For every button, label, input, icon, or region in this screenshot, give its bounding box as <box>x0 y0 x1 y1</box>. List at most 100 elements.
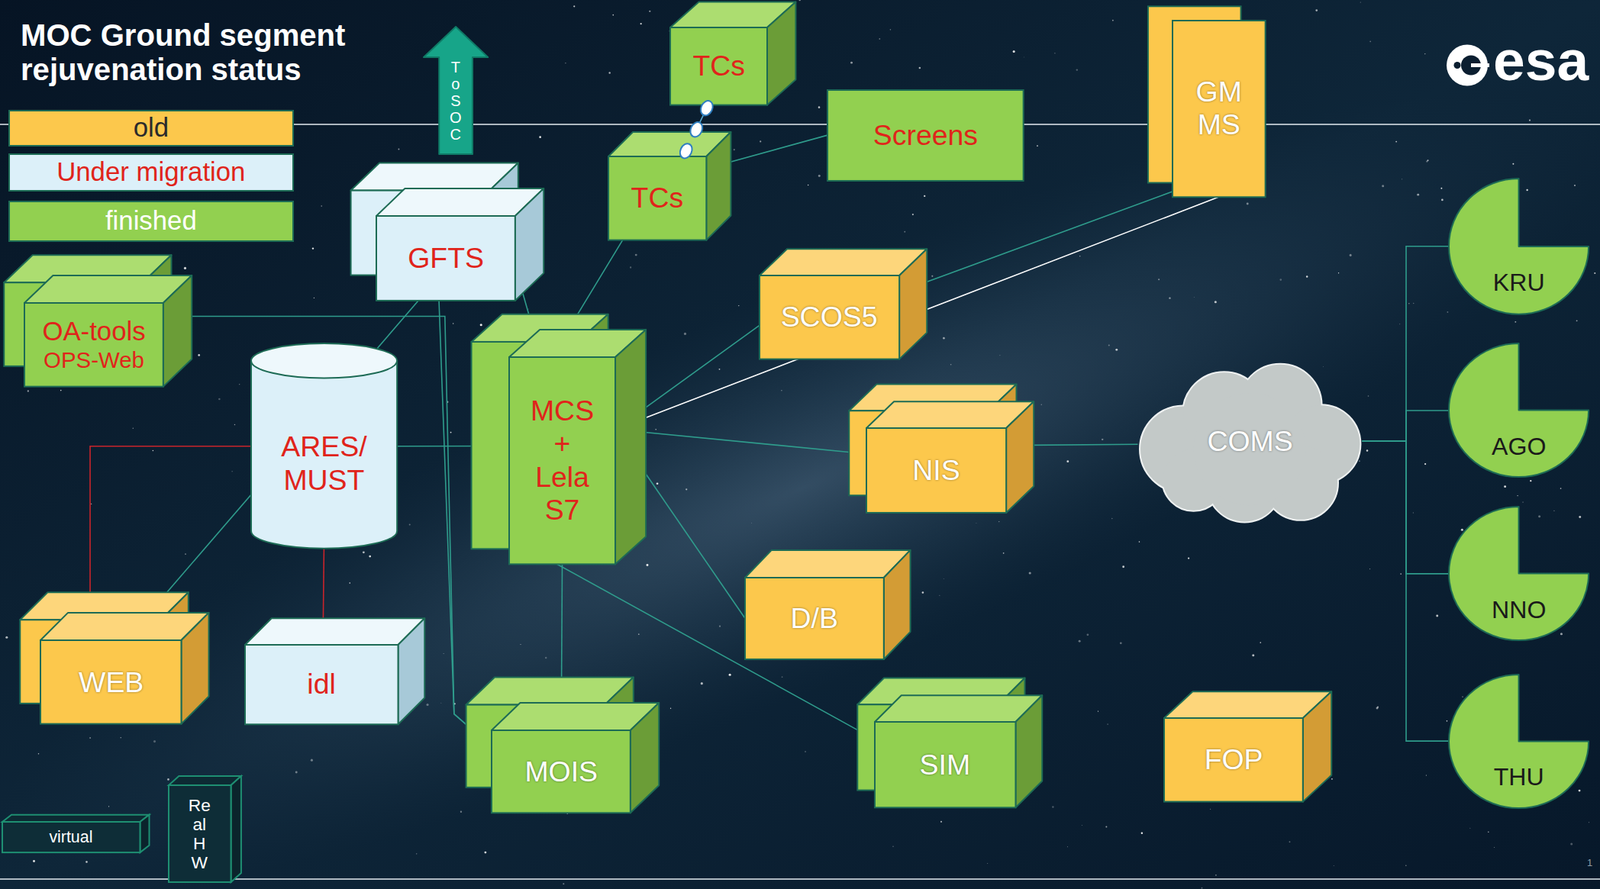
star <box>416 853 417 855</box>
star <box>1369 40 1371 42</box>
database-cylinder: ARES/MUST <box>251 343 397 549</box>
star <box>1469 827 1471 830</box>
star <box>1051 806 1054 808</box>
box-front-face <box>1164 718 1304 803</box>
star <box>1440 187 1442 190</box>
star <box>1503 485 1507 488</box>
star <box>781 676 784 678</box>
star <box>152 450 154 452</box>
star <box>1332 864 1335 867</box>
star <box>1358 460 1361 462</box>
system-box: GM MS <box>1172 20 1266 197</box>
node-label: FOP <box>1204 743 1264 777</box>
box-front-face <box>866 428 1007 513</box>
star <box>1097 710 1099 712</box>
star <box>635 254 638 257</box>
text-area: COMS <box>1137 362 1362 521</box>
box-side-face <box>767 2 796 106</box>
star <box>1112 19 1114 22</box>
system-box: WEB <box>40 640 181 725</box>
box-top-face <box>874 696 1042 723</box>
logo-text: esa <box>1493 32 1589 90</box>
box-side-face <box>397 618 425 725</box>
star <box>1115 348 1118 352</box>
box-side-face <box>883 549 911 659</box>
star <box>1279 278 1282 281</box>
node-label: TCs <box>692 49 746 83</box>
star <box>1168 296 1171 299</box>
star <box>1366 449 1368 452</box>
system-box: TCs <box>608 156 707 241</box>
star <box>1259 641 1262 644</box>
star <box>1108 344 1110 346</box>
box-front-face <box>874 722 1016 808</box>
star <box>656 482 659 485</box>
star <box>1012 50 1016 53</box>
slide-number: 1 <box>1587 858 1593 868</box>
star <box>1209 809 1211 810</box>
star <box>975 522 978 525</box>
text-area: AGO <box>1448 343 1589 478</box>
text-area: KRU <box>1448 178 1589 315</box>
star <box>1066 846 1068 849</box>
box-front-face <box>376 216 516 301</box>
text-area: idl <box>245 645 399 725</box>
legend-swatch: old <box>8 109 294 147</box>
star <box>312 247 314 249</box>
node-label: NIS <box>912 454 960 488</box>
text-area: MCS + Lela S7 <box>509 357 616 565</box>
star <box>480 323 483 326</box>
box-side-face <box>1303 691 1332 802</box>
star <box>1446 720 1449 723</box>
system-box: MCS + Lela S7 <box>509 357 616 565</box>
legend-label: Under migration <box>56 157 246 188</box>
star <box>1251 654 1255 657</box>
box-front-face <box>745 577 884 660</box>
star <box>1435 615 1439 618</box>
star <box>1401 178 1403 180</box>
connector <box>163 316 492 748</box>
star <box>1315 9 1318 12</box>
box-top-face <box>745 549 911 578</box>
star <box>738 305 739 307</box>
star <box>234 424 236 426</box>
star <box>397 148 400 151</box>
star <box>878 38 881 40</box>
ground-station: AGO <box>1448 343 1589 478</box>
system-box: NIS <box>866 428 1007 513</box>
star <box>1119 642 1123 646</box>
ground-station: NNO <box>1448 506 1589 641</box>
star <box>1215 874 1217 877</box>
star <box>798 0 801 1</box>
connector <box>1362 441 1450 742</box>
star <box>700 682 704 685</box>
footer-rule <box>0 878 1600 881</box>
node-label: ARES/MUST <box>279 430 368 497</box>
logo-mark <box>1446 45 1490 87</box>
star <box>1400 573 1402 575</box>
star <box>1349 254 1352 257</box>
star <box>1377 706 1379 708</box>
system-box: OA-toolsOPS-Web <box>24 303 164 388</box>
legend-label: old <box>133 112 169 144</box>
label-holder: esa <box>1493 32 1589 90</box>
star <box>640 22 642 25</box>
star <box>719 625 721 628</box>
star <box>184 553 187 555</box>
star <box>1395 141 1397 143</box>
star <box>1427 159 1430 162</box>
star <box>368 555 371 559</box>
star <box>409 524 411 526</box>
star <box>1576 319 1578 322</box>
star <box>670 708 671 710</box>
text-area: NNO <box>1448 506 1589 641</box>
star <box>931 275 933 278</box>
legend-shape-side <box>139 815 149 853</box>
pie-shape <box>1448 506 1589 641</box>
star <box>1306 275 1308 278</box>
node-label: WEB <box>78 666 144 700</box>
star <box>1593 272 1596 275</box>
box-front-face <box>759 275 900 360</box>
star <box>1003 552 1005 555</box>
box-front-face <box>245 645 399 725</box>
